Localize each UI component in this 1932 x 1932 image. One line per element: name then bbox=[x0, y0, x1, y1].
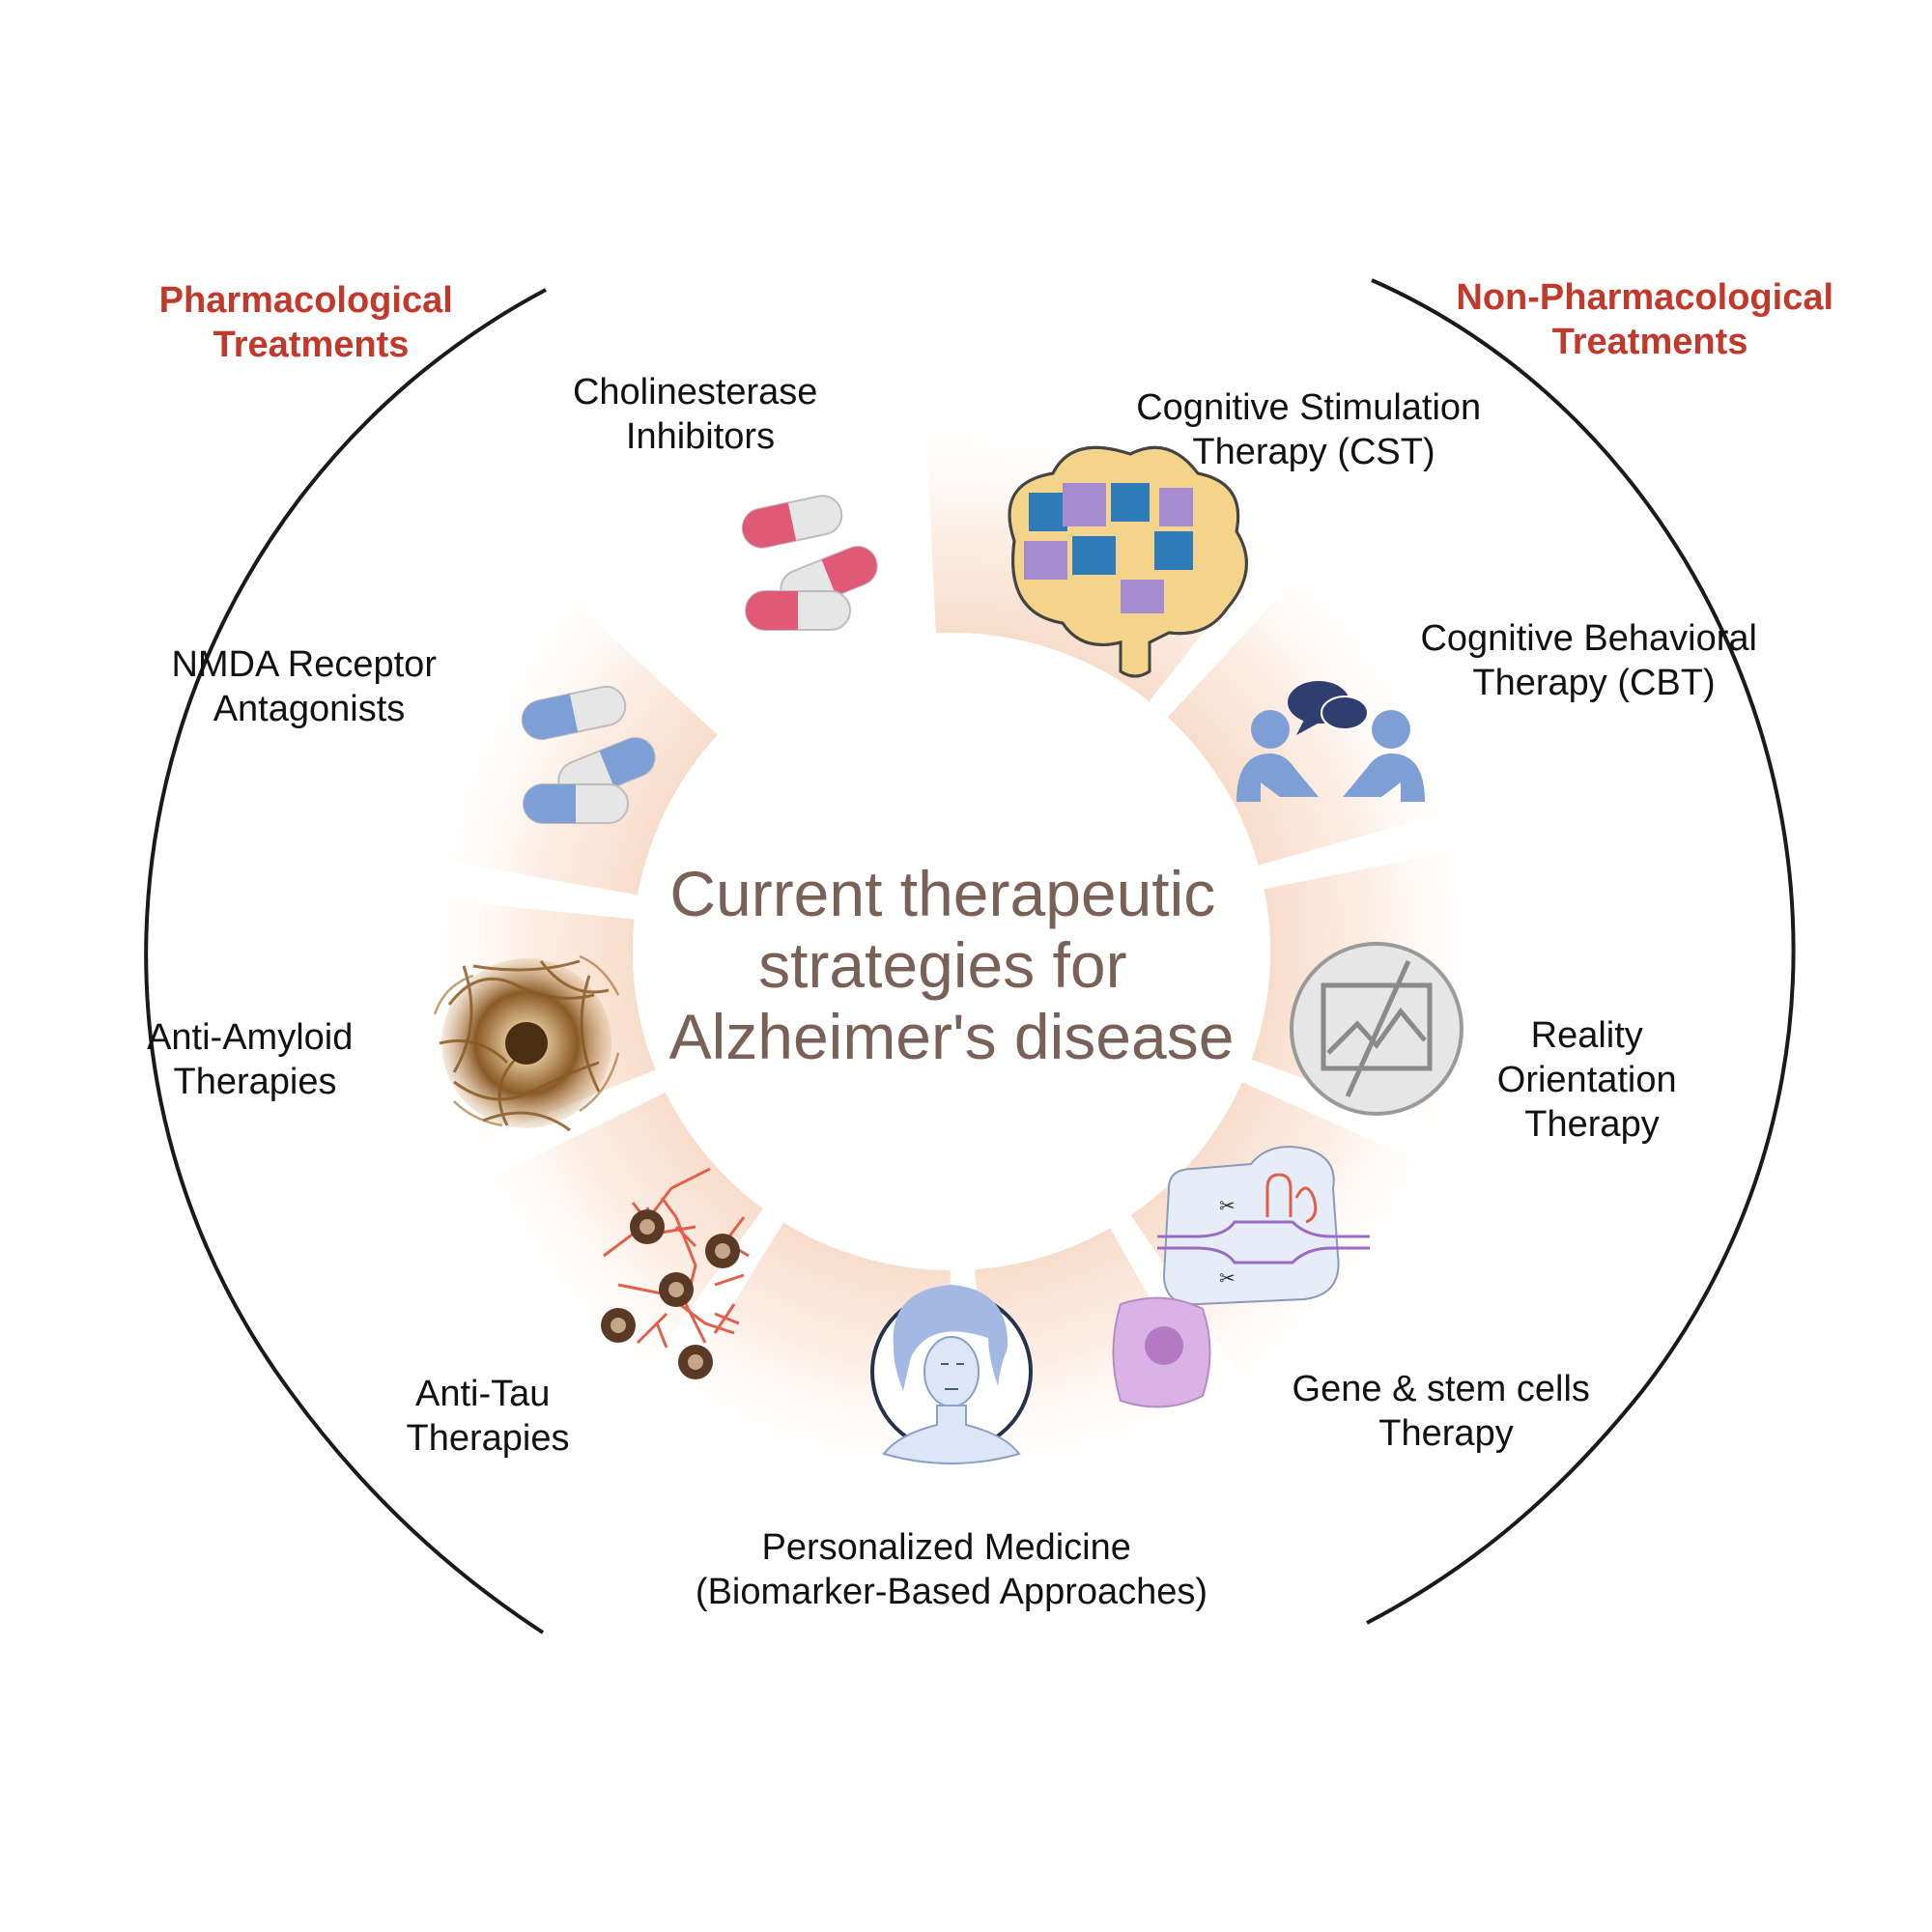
patient-portrait-icon bbox=[870, 1285, 1033, 1464]
disoriented-picture-icon bbox=[1290, 942, 1463, 1116]
reality-orientation-label: Reality Orientation Therapy bbox=[1497, 1015, 1687, 1145]
nmda-label: NMDA Receptor Antagonists bbox=[171, 644, 446, 729]
center-title-line-1: Current therapeutic bbox=[669, 858, 1215, 929]
sector-gene-stem bbox=[673, 1222, 951, 1478]
pharmacological-bracket bbox=[144, 288, 547, 1634]
conversation-icon bbox=[1236, 681, 1425, 802]
personalized-medicine-label: Personalized Medicine (Biomarker-Based A… bbox=[696, 1527, 1208, 1612]
anti-amyloid-label: Anti-Amyloid Therapies bbox=[147, 1017, 363, 1102]
sector-reality bbox=[478, 1092, 764, 1377]
svg-text:✂: ✂ bbox=[1219, 1194, 1236, 1217]
svg-text:✂: ✂ bbox=[1219, 1266, 1236, 1290]
amyloid-plaque-icon bbox=[433, 954, 620, 1132]
pink-capsules-icon bbox=[741, 495, 878, 631]
blue-capsules-icon bbox=[521, 685, 656, 824]
crispr-stem-cell-icon: ✂ ✂ bbox=[1112, 1146, 1370, 1408]
cholinesterase-label: Cholinesterase Inhibitors bbox=[573, 372, 828, 457]
puzzle-brain-icon bbox=[1008, 445, 1248, 678]
sector-personalized bbox=[975, 1228, 1213, 1477]
non-pharmacological-heading: Non-Pharmacological Treatments bbox=[1456, 277, 1843, 362]
non-pharmacological-bracket bbox=[1366, 278, 1796, 1625]
cbt-label: Cognitive Behavioral Therapy (CBT) bbox=[1420, 618, 1767, 703]
center-title-line-2: strategies for bbox=[758, 929, 1127, 1001]
center-title-line-3: Alzheimer's disease bbox=[669, 1001, 1235, 1072]
cst-label: Cognitive Stimulation Therapy (CST) bbox=[1136, 387, 1492, 472]
center-title: Current therapeutic strategies for Alzhe… bbox=[669, 858, 1235, 1072]
tau-tangles-icon bbox=[601, 1167, 750, 1379]
sector-cst bbox=[433, 593, 718, 895]
anti-tau-label: Anti-Tau Therapies bbox=[407, 1374, 570, 1459]
center-circle bbox=[633, 633, 1270, 1270]
gene-stem-label: Gene & stem cells Therapy bbox=[1293, 1369, 1601, 1454]
pharmacological-heading: Pharmacological Treatments bbox=[159, 280, 464, 365]
